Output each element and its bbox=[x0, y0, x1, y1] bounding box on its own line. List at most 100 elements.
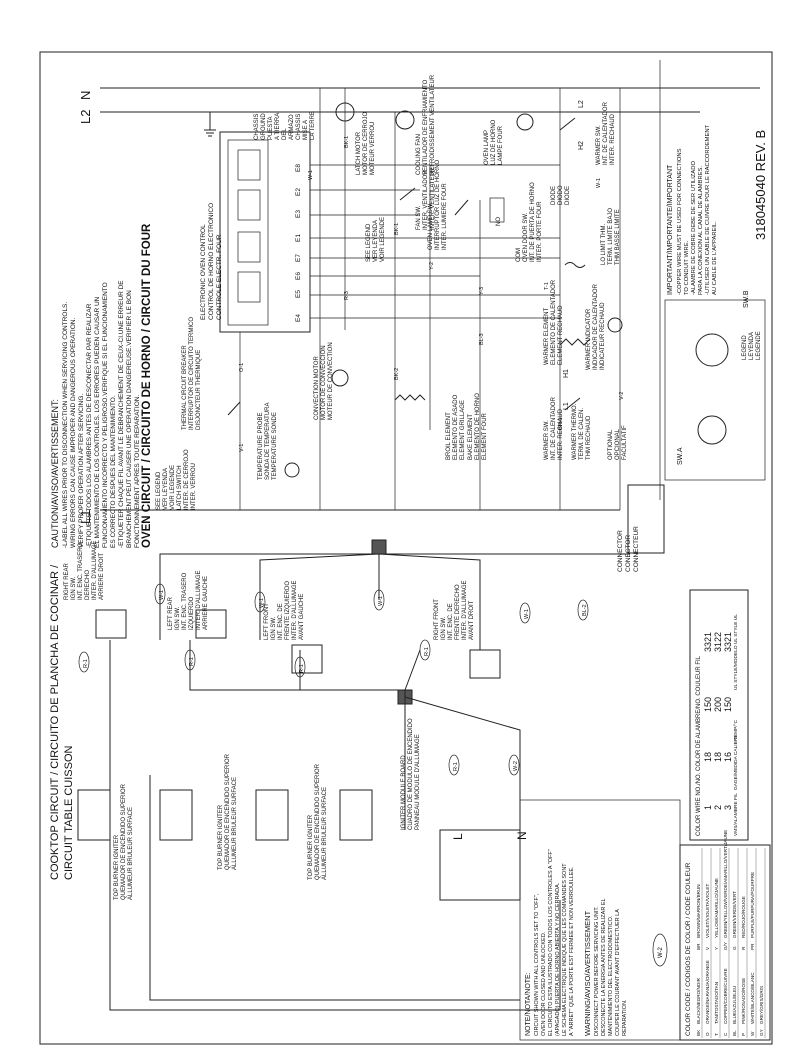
temp-probe-line: SONDA DE TEMPERATURA bbox=[265, 403, 271, 480]
caution-line: FONCTIONNEMENT APRES TOUTE REPARATION. bbox=[134, 395, 141, 548]
wire-label: W-2 bbox=[513, 761, 519, 771]
igniter-line: ALLUMEUR BRULEUR SURFACE bbox=[232, 777, 238, 870]
wire-table-cell: 3321 bbox=[703, 632, 713, 652]
igniter-line: QUEMADOR DE ENCENDIDO SUPERIOR bbox=[121, 783, 127, 900]
control-label-line: CONTROL DE HORNO ELECTRONICO bbox=[208, 203, 215, 320]
optional-label: OPTIONAL OPCIONAL FACULTATIF bbox=[608, 425, 628, 460]
convection-motor-line: MOTOR DE CONVECCION bbox=[321, 345, 327, 420]
door-sw-terminal: COM bbox=[516, 248, 522, 262]
color-code-abbrev: T bbox=[714, 1033, 719, 1036]
wire-label: R-1 bbox=[424, 647, 430, 656]
terminal-label: E3 bbox=[295, 210, 302, 218]
warmer-switch-top bbox=[559, 117, 576, 131]
left-rear-label: LEFT REAR IGN SW. INT. ENC. TRASERO IZQU… bbox=[168, 571, 209, 631]
color-code-abbrev: Y bbox=[714, 947, 719, 950]
temp-probe-line: TEMPERATURE PROBE bbox=[258, 412, 264, 480]
latch-switch-label: SEE LEGEND VER LEYENDA VOIR LEGENDE LATC… bbox=[156, 449, 197, 510]
caution-line: ES CORRECTO DESPUES DEL MANTENIMIENTO. bbox=[110, 395, 117, 548]
important-line: -COPPER WIRE MUST BE USED FOR CONNECTION… bbox=[677, 148, 683, 295]
caution-line: VERIFY PROPER OPERATION AFTER SERVICING. bbox=[78, 394, 85, 548]
bake-line: BAKE ELEMENT bbox=[468, 414, 474, 460]
terminal-label: E6 bbox=[295, 272, 302, 280]
oven-lamp-line: OVEN LAMP bbox=[484, 130, 490, 165]
igniter-1 bbox=[77, 789, 111, 841]
warmer-sw-line: INTER. RECHAUD bbox=[558, 408, 564, 460]
color-code-name: COPPER/COBRE/CUIVRE bbox=[723, 968, 728, 1024]
control-label: ELECTRONIC OVEN CONTROL CONTROL DE HORNO… bbox=[200, 203, 223, 320]
important-block: IMPORTANT/IMPORTANTE/IMPORTANT -COPPER W… bbox=[667, 124, 718, 295]
wire-label: R-1 bbox=[453, 762, 459, 771]
wire-label: BL-3 bbox=[479, 333, 485, 345]
igniter-board-label: IGNITER MODULE BOARD CUADRO DE MODULO DE… bbox=[401, 718, 421, 830]
control-traces bbox=[239, 88, 621, 510]
note-title: NOTE/NOTA/NOTE: bbox=[525, 972, 532, 1036]
caution-line: EL MANTENIMIENTO DE LOS CONTROLES. LOS E… bbox=[94, 296, 101, 548]
right-front-line: INT. ENC. DE bbox=[448, 603, 454, 640]
warmer-sw-label-bottom: WARMER SW. INT. DE CALENTADOR INTER. REC… bbox=[544, 396, 564, 460]
latch-switch-line: INTER. DE CERROJO bbox=[184, 449, 190, 510]
latch-switch-line: VOIR LEGENDE bbox=[170, 465, 176, 510]
wire-label: W-1 bbox=[378, 596, 384, 606]
right-rear-ign-switch bbox=[95, 609, 127, 639]
latch-switch-line: INTER. VERROU bbox=[191, 463, 197, 510]
cooling-fan-line: REFROIDISSEMENT VENTILATEUR bbox=[430, 74, 436, 175]
wire-table-cell: 18 bbox=[713, 752, 723, 762]
ignition-switches bbox=[95, 609, 501, 679]
color-code-name: BROWN/MARRON/BRUN bbox=[696, 884, 701, 938]
lo-limit-label: LO LIMIT THM. TERM. LIMITE BAJO THM BASS… bbox=[601, 208, 621, 265]
optional-line: FACULTATIF bbox=[622, 425, 628, 460]
wire-label: R-1 bbox=[83, 659, 89, 668]
warmer-indicator-line: INDICADOR DE CALENTADOR bbox=[593, 283, 599, 370]
igniter-line: TOP BURNER IGNITER bbox=[218, 804, 224, 870]
warmer-sw-line: WARMER SW. bbox=[544, 420, 550, 460]
right-front-line: INTER. D'ALLUMAGE bbox=[462, 581, 468, 641]
important-line: TO CONDUIT WIRE. bbox=[684, 240, 690, 295]
igniter-line: TOP BURNER IGNITER bbox=[114, 834, 120, 900]
chassis-label-line: ARMAZO bbox=[289, 114, 295, 140]
terminal-label: E1 bbox=[295, 234, 302, 242]
right-rear-line: IGN SW. bbox=[71, 576, 77, 600]
latch-motor-line: MOTEUR VERROU bbox=[370, 122, 376, 175]
chassis-label-line: A TIERRA bbox=[275, 113, 281, 140]
thermal-breaker-line: THERMAL CIRCUIT BREAKER bbox=[182, 345, 188, 430]
color-code-abbrev: BL bbox=[732, 1030, 737, 1036]
wire-tag bbox=[254, 591, 266, 613]
wire-table-col-header: UL STYLE/MODELO UL STYLE UL bbox=[733, 614, 739, 690]
wire-table-header: VMS/ALAMBRE FIL GAGE/MEDIDA CALIBRE TEMP… bbox=[733, 614, 739, 836]
legend-box bbox=[664, 299, 766, 481]
oven-lamp-sw-line: INTERRUPTOR LUZ DE HORNO bbox=[435, 159, 441, 250]
left-front-line: IGN SW. bbox=[271, 616, 277, 640]
chassis-ground bbox=[204, 112, 216, 137]
terminal-label: E4 bbox=[295, 314, 302, 322]
warmer-h1: H1 bbox=[563, 369, 570, 378]
warning-line: DESCONECTE LA ENERGIA ANTES DE REALIZAR … bbox=[601, 898, 607, 1036]
color-code-name: TAN/TOSTADO/TAN bbox=[714, 982, 719, 1024]
color-code-abbrev: PR bbox=[750, 943, 755, 950]
thermal-breaker-line: DISJONCTEUR THERMIQUE bbox=[196, 350, 202, 430]
important-line: PARA LA CONEXION AL CANAL DE ALAMBRES. bbox=[698, 166, 704, 295]
note-line: OVEN DOOR CLOSED AND UNLOCKED. bbox=[541, 931, 547, 1036]
caution-line: -ETIQUETE TODOS LOS ALAMBRES ANTES DE DE… bbox=[86, 303, 93, 548]
temp-probe-line: TEMPERATURE SONDE bbox=[272, 412, 278, 480]
color-code-abbrev: GY bbox=[759, 1029, 764, 1036]
igniter-3 bbox=[255, 789, 289, 841]
latch-motor-line: LATCH MOTOR bbox=[356, 131, 362, 175]
caution-line: FUNCIONAMIENTO INCORRECTO Y PELIGROSO.VE… bbox=[102, 282, 109, 548]
document-number: 318045040 REV. B bbox=[753, 130, 768, 240]
right-rear-line: INTER. D'ALLUMAGE bbox=[92, 541, 98, 601]
cooktop-title: COOKTOP CIRCUIT / CIRCUITO DE PLANCHA DE… bbox=[49, 564, 75, 880]
connector-line: CONECTOR bbox=[625, 535, 632, 572]
warmer-indicator bbox=[607, 317, 623, 333]
wire-label: W-1 bbox=[308, 170, 314, 180]
diode-line: DIODO bbox=[558, 185, 564, 205]
latch-switch-line: SEE LEGEND bbox=[156, 471, 162, 510]
relay-k1 bbox=[237, 271, 261, 303]
wire-table-col-header: TEMP/°C bbox=[733, 719, 739, 740]
thermal-breaker-line: INTERRUPTOR DE CIRCUITO TERMICO bbox=[189, 317, 195, 430]
right-front-line: IGN SW. bbox=[441, 616, 447, 640]
important-line: -UTILISER UN CABLE DE CUIVRE POUR LE RAC… bbox=[705, 124, 711, 295]
color-code-name: VIOLET/VIOLETA/VIOLET bbox=[705, 884, 710, 938]
warning-block: WARNING/AVISO/AVERTISSEMENT DISCONNECT P… bbox=[583, 898, 628, 1036]
note-line: (APAGADO) PUERTA DE HORNO ABIERTA Y NO C… bbox=[555, 882, 561, 1036]
relay-k4 bbox=[237, 149, 261, 181]
